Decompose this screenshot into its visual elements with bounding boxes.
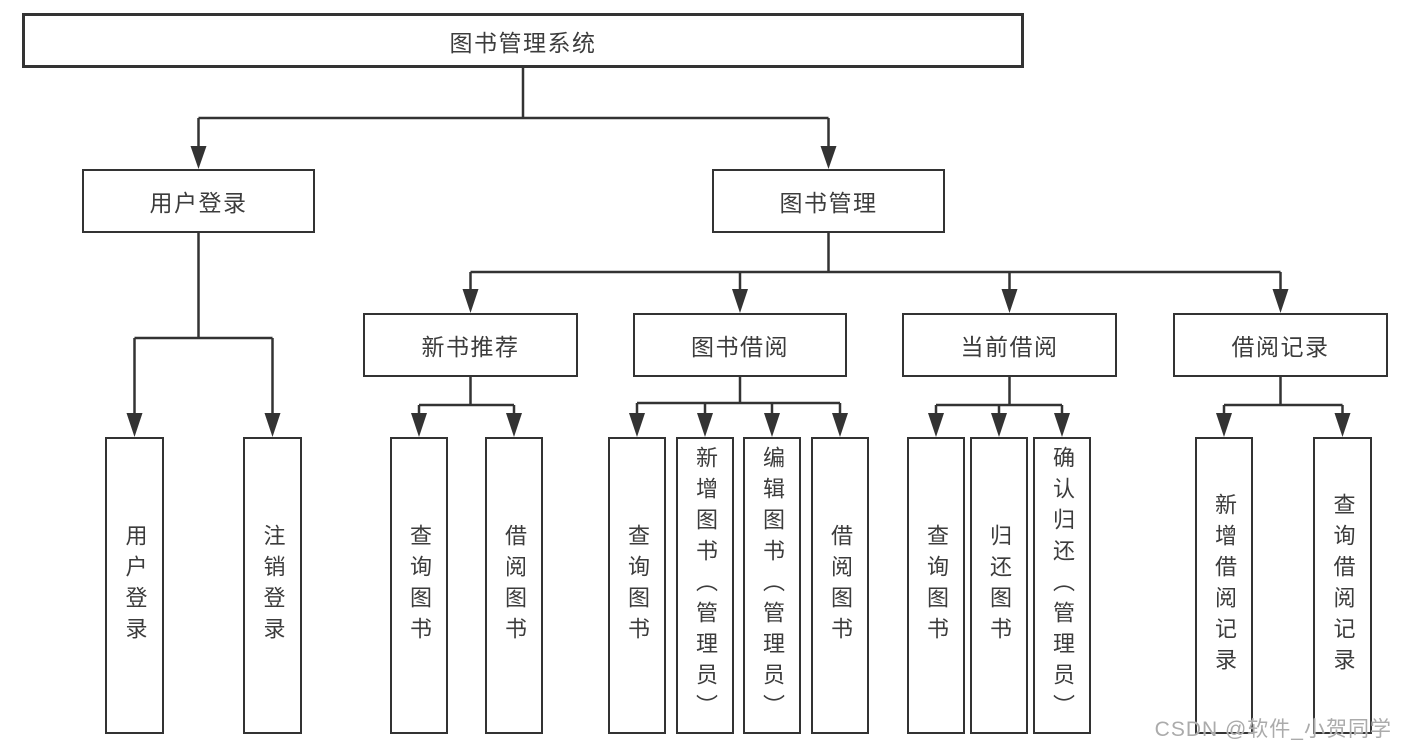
node-label: 查询图书 bbox=[407, 523, 432, 648]
node-label: 借阅记录 bbox=[1231, 334, 1330, 360]
node-label: 编辑图书（管理员） bbox=[760, 446, 785, 725]
node-label: 查询借阅记录 bbox=[1330, 492, 1356, 679]
node-borrow-records: 借阅记录 bbox=[1173, 313, 1388, 377]
node-label: 图书管理 bbox=[779, 190, 878, 216]
node-label: 图书管理系统 bbox=[449, 29, 597, 56]
leaf-logout: 注销登录 bbox=[243, 437, 302, 734]
node-label: 借阅图书 bbox=[828, 523, 853, 648]
arrowheads-book-borrow-children bbox=[629, 413, 848, 437]
node-label: 新书推荐 bbox=[421, 334, 520, 360]
leaf-query-books-recommend: 查询图书 bbox=[390, 437, 448, 734]
connector-book-mgmt-children bbox=[469, 233, 1282, 291]
leaf-query-books-borrow: 查询图书 bbox=[608, 437, 666, 734]
leaf-add-books-admin: 新增图书（管理员） bbox=[676, 437, 734, 734]
node-new-book-recommend: 新书推荐 bbox=[363, 313, 578, 377]
connector-root-to-level2 bbox=[197, 68, 830, 148]
leaf-borrow-books-recommend: 借阅图书 bbox=[485, 437, 543, 734]
node-label: 当前借阅 bbox=[960, 334, 1059, 360]
leaf-edit-books-admin: 编辑图书（管理员） bbox=[743, 437, 801, 734]
leaf-query-borrow-record: 查询借阅记录 bbox=[1313, 437, 1372, 734]
connector-book-borrow-children bbox=[635, 377, 842, 415]
node-label: 用户登录 bbox=[149, 190, 248, 216]
node-label: 确认归还（管理员） bbox=[1050, 446, 1075, 725]
node-label: 新增借阅记录 bbox=[1212, 492, 1237, 679]
node-current-borrow: 当前借阅 bbox=[902, 313, 1117, 377]
node-label: 新增图书（管理员） bbox=[693, 446, 718, 725]
leaf-user-login: 用户登录 bbox=[105, 437, 164, 734]
arrowheads-book-mgmt-children bbox=[462, 289, 1289, 313]
leaf-borrow-books: 借阅图书 bbox=[811, 437, 869, 734]
csdn-watermark: CSDN @软件_小贺同学 bbox=[1154, 718, 1392, 741]
node-label: 借阅图书 bbox=[502, 523, 527, 648]
node-label: 注销登录 bbox=[260, 523, 286, 648]
node-book-management: 图书管理 bbox=[712, 169, 945, 233]
node-label: 图书借阅 bbox=[691, 334, 789, 360]
node-library-management-system: 图书管理系统 bbox=[22, 13, 1024, 68]
node-label: 用户登录 bbox=[122, 523, 148, 648]
arrowheads-user-login-children bbox=[126, 413, 281, 437]
node-label: 归还图书 bbox=[987, 523, 1012, 648]
leaf-query-books-current: 查询图书 bbox=[907, 437, 965, 734]
node-label: 查询图书 bbox=[625, 523, 650, 648]
arrowheads-borrow-records-children bbox=[1216, 413, 1351, 437]
node-user-login: 用户登录 bbox=[82, 169, 315, 233]
leaf-add-borrow-record: 新增借阅记录 bbox=[1195, 437, 1253, 734]
connector-user-login-children bbox=[133, 233, 274, 415]
arrowheads-current-borrow-children bbox=[928, 413, 1070, 437]
leaf-return-books: 归还图书 bbox=[970, 437, 1028, 734]
connector-current-borrow-children bbox=[934, 377, 1064, 415]
node-label: 查询图书 bbox=[924, 523, 949, 648]
leaf-confirm-return-admin: 确认归还（管理员） bbox=[1033, 437, 1091, 734]
connector-borrow-records-children bbox=[1222, 377, 1344, 415]
arrowheads-level2 bbox=[190, 146, 837, 169]
node-book-borrow: 图书借阅 bbox=[633, 313, 847, 377]
arrowheads-new-book-children bbox=[411, 413, 522, 437]
connector-new-book-children bbox=[417, 377, 516, 415]
